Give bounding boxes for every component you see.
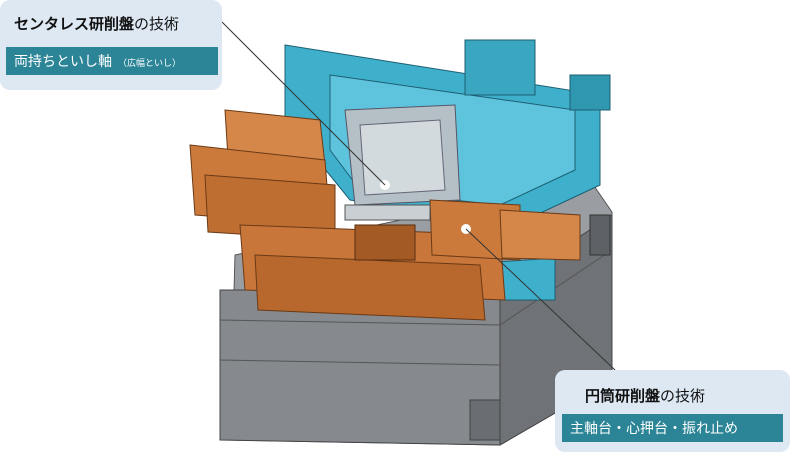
leader-line-left: [221, 21, 386, 186]
callout-right-title: 円筒研削盤の技術: [585, 385, 705, 406]
callout-right-subtitle-text: 主軸台・心押台・振れ止め: [570, 421, 738, 437]
callout-centerless-grinder: センタレス研削盤の技術 両持ちといし軸 （広幅といし）: [0, 0, 222, 90]
callout-right-title-rest: の技術: [660, 387, 706, 405]
callout-right-title-bold: 円筒研削盤: [585, 387, 661, 405]
wheel-head-frame: [284, 39, 611, 301]
callout-right-subtitle: 主軸台・心押台・振れ止め: [562, 414, 783, 442]
callout-left-title-bold: センタレス研削盤: [14, 15, 135, 33]
callout-left-subtitle: 両持ちといし軸 （広幅といし）: [6, 47, 218, 75]
callout-left-subtitle-note: （広幅といし）: [118, 59, 182, 69]
callout-left-title: センタレス研削盤の技術: [14, 13, 179, 34]
headstock-tailstock-assembly: [189, 109, 581, 321]
callout-cylindrical-grinder: 円筒研削盤の技術 主軸台・心押台・振れ止め: [555, 370, 790, 452]
callout-left-subtitle-text: 両持ちといし軸: [14, 54, 112, 70]
leader-line-right: [465, 228, 616, 371]
callout-left-title-rest: の技術: [134, 15, 180, 33]
